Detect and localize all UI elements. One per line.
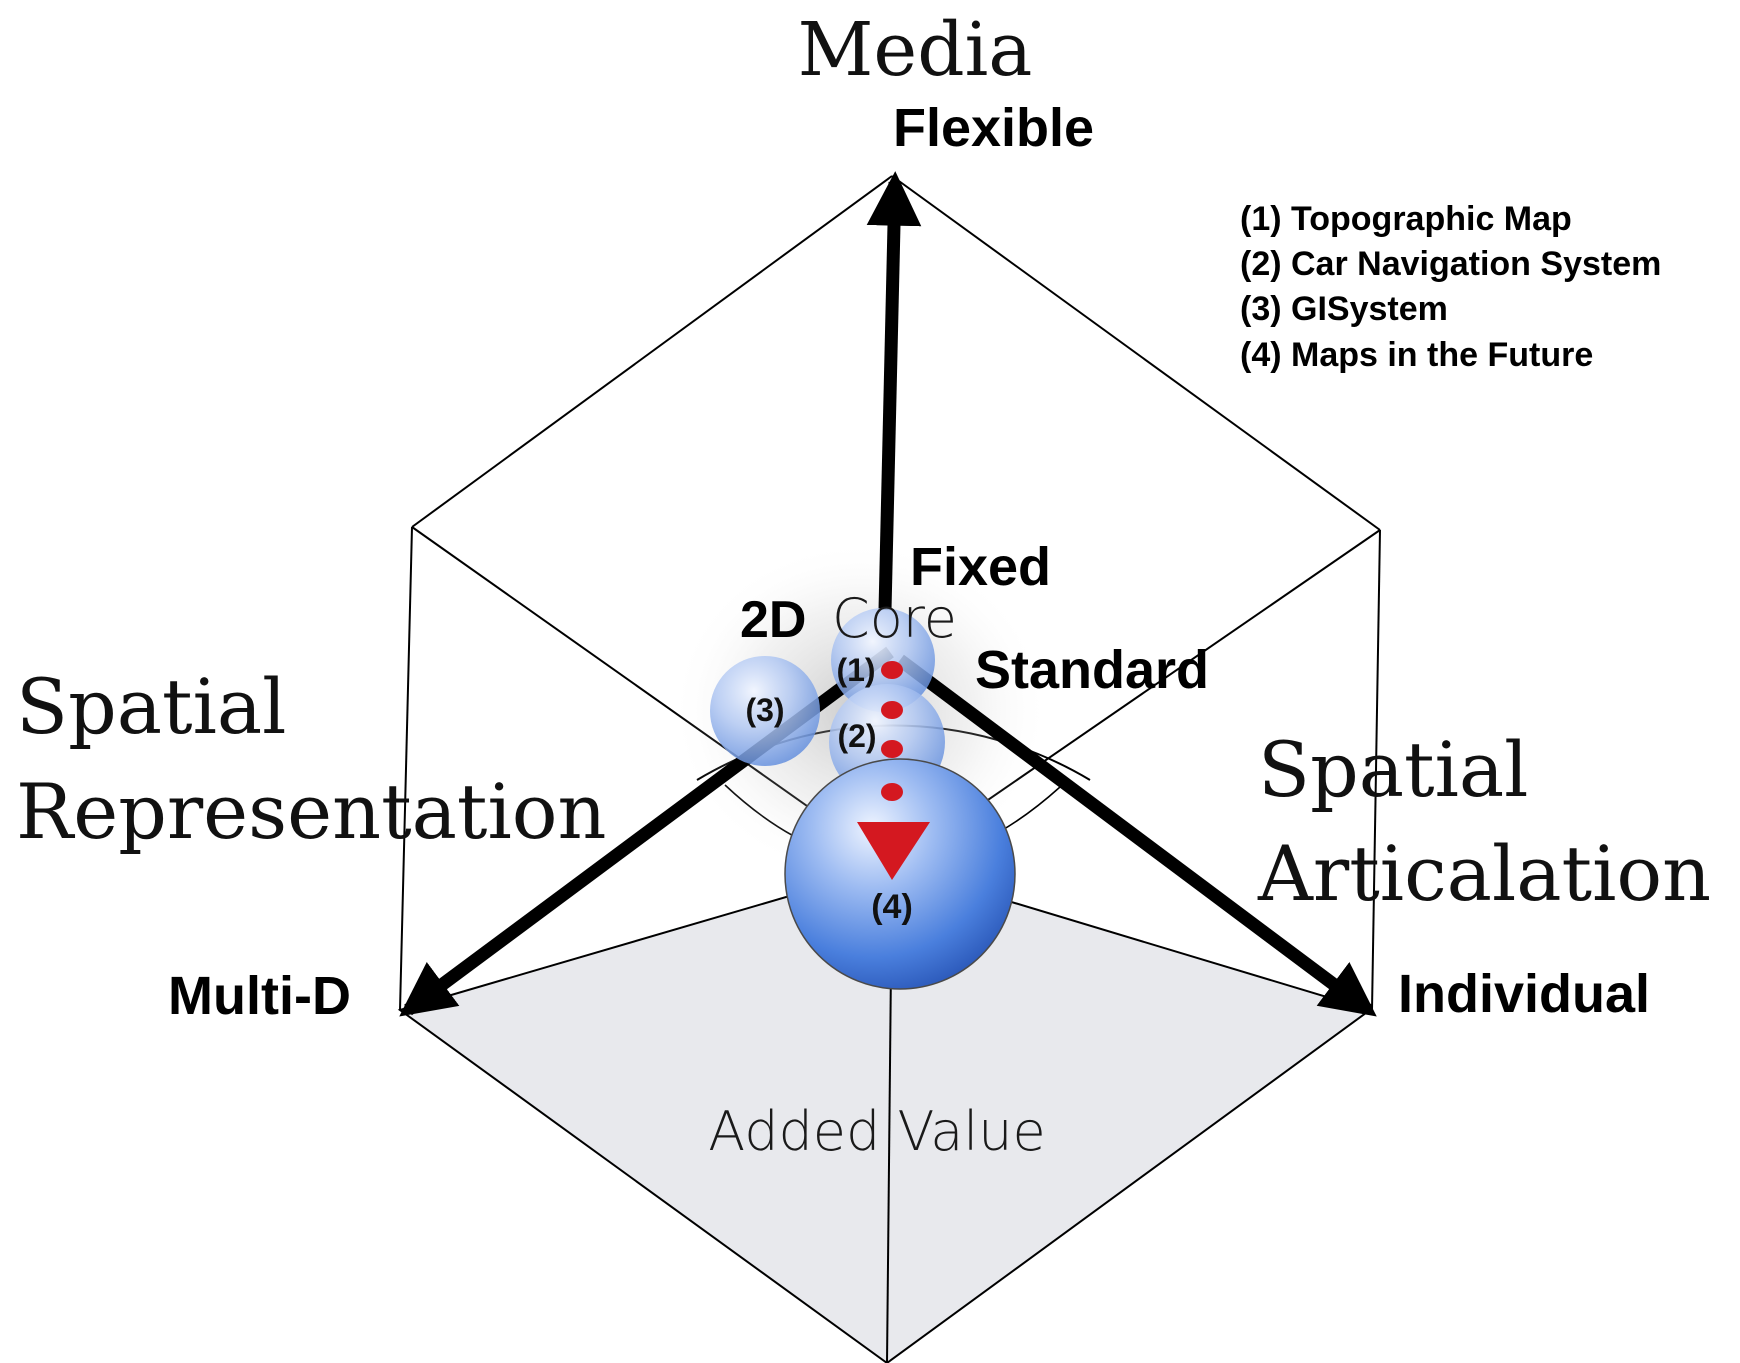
legend-item-2: (2) Car Navigation System	[1240, 245, 1661, 283]
sphere-1	[831, 608, 935, 712]
label-standard: Standard	[975, 640, 1209, 700]
legend: (1) Topographic Map (2) Car Navigation S…	[1240, 200, 1661, 374]
sphere-1-label: (1)	[836, 652, 875, 688]
axis-media-title: Media	[798, 7, 1033, 93]
axis-spatial-articulation-title-1: Spatial	[1258, 725, 1529, 814]
legend-item-3: (3) GISystem	[1240, 290, 1448, 328]
sphere-3-label: (3)	[745, 692, 784, 728]
sphere-2-label: (2)	[837, 718, 876, 754]
trend-dot	[881, 740, 903, 758]
trend-dot	[881, 661, 903, 679]
axis-spatial-representation-title-2: Representation	[16, 767, 606, 856]
axis-spatial-representation-title-1: Spatial	[16, 662, 287, 751]
cube-outline	[399, 175, 1381, 1363]
sphere-4	[784, 758, 1016, 990]
cube-edge-top-left	[411, 175, 893, 528]
cube-edge-top-right	[891, 175, 1381, 531]
label-flexible: Flexible	[893, 98, 1094, 158]
label-2d: 2D	[740, 591, 806, 649]
sphere-4-label: (4)	[871, 888, 913, 926]
legend-item-4: (4) Maps in the Future	[1240, 336, 1593, 374]
label-fixed: Fixed	[910, 537, 1051, 597]
trend-dot	[881, 783, 903, 801]
label-core: Core	[832, 587, 957, 650]
sphere-3	[710, 656, 820, 766]
axis-spatial-articulation-title-2: Articalation	[1257, 829, 1711, 918]
axis-spatial-articulation	[896, 654, 1377, 1017]
axis-media	[866, 171, 922, 611]
trend-arrow-head	[857, 822, 930, 880]
cube-edge-left	[399, 526, 413, 1011]
trend-dot	[881, 701, 903, 719]
label-multi-d: Multi-D	[168, 966, 351, 1026]
trend-dots	[881, 661, 903, 801]
label-individual: Individual	[1398, 964, 1650, 1024]
cube-edge-right	[1371, 529, 1381, 1011]
label-added-value: Added Value	[708, 1100, 1046, 1163]
legend-item-1: (1) Topographic Map	[1240, 200, 1572, 238]
